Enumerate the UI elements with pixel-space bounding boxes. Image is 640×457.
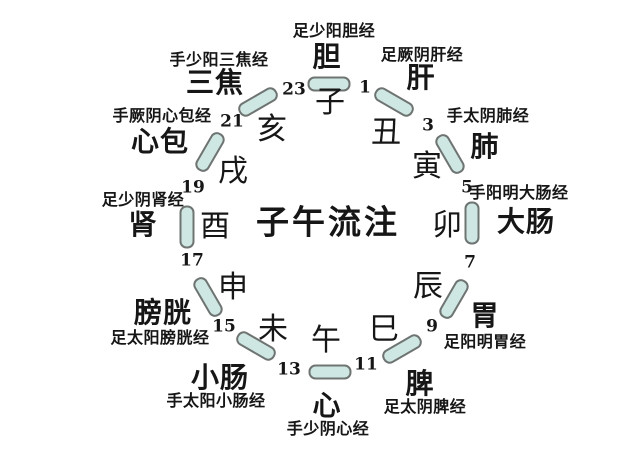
organ-label: 胃 <box>470 299 500 332</box>
hour-label: 15 <box>212 316 236 337</box>
branch-label: 酉 <box>200 209 230 244</box>
hour-label: 3 <box>422 115 434 136</box>
hour-label: 5 <box>461 177 473 198</box>
branch-label: 戌 <box>218 154 248 189</box>
meridian-label: 手太阳小肠经 <box>166 391 266 410</box>
meridian-label: 手厥阴心包经 <box>112 106 212 125</box>
meridian-label: 手太阴肺经 <box>446 106 530 125</box>
clock-tick <box>179 205 195 249</box>
branch-label: 申 <box>218 270 248 305</box>
meridian-label: 手少阴心经 <box>286 419 370 438</box>
branch-label: 辰 <box>413 269 443 304</box>
branch-label: 卯 <box>432 208 462 243</box>
branch-label: 亥 <box>257 112 287 147</box>
hour-label: 1 <box>359 77 371 98</box>
organ-label: 心 <box>312 389 342 422</box>
meridian-label: 足阳明胃经 <box>443 332 527 351</box>
organ-label: 肝 <box>406 61 436 94</box>
hour-label: 7 <box>464 252 476 273</box>
meridian-label: 足太阴脾经 <box>383 397 467 416</box>
diagram-title: 子午流注 <box>256 202 400 242</box>
organ-label: 小肠 <box>190 361 250 394</box>
branch-label: 寅 <box>412 149 442 184</box>
clock-tick <box>308 364 352 380</box>
meridian-label: 足厥阴肝经 <box>380 45 464 64</box>
meridian-label: 足少阳胆经 <box>292 21 376 40</box>
hour-label: 19 <box>181 177 205 198</box>
branch-label: 午 <box>311 323 341 358</box>
clock-tick <box>307 76 351 92</box>
hour-label: 9 <box>426 316 438 337</box>
organ-label: 肾 <box>128 208 158 241</box>
organ-label: 胆 <box>312 40 342 73</box>
organ-label: 三焦 <box>185 66 245 99</box>
clock-tick <box>464 201 480 245</box>
hour-label: 23 <box>282 79 306 100</box>
meridian-label: 足少阴肾经 <box>101 190 185 209</box>
hour-label: 11 <box>354 354 378 375</box>
hour-label: 13 <box>277 359 301 380</box>
branch-label: 未 <box>258 312 288 347</box>
organ-label: 心包 <box>130 125 190 158</box>
organ-label: 脾 <box>405 367 435 400</box>
organ-label: 大肠 <box>496 205 556 238</box>
meridian-label: 手少阳三焦经 <box>169 50 269 69</box>
branch-label: 子 <box>315 85 345 120</box>
organ-label: 肺 <box>470 130 500 163</box>
branch-label: 丑 <box>371 115 401 150</box>
organ-label: 膀胱 <box>133 296 193 329</box>
meridian-label: 手阳明大肠经 <box>469 183 569 202</box>
hour-label: 21 <box>220 111 244 132</box>
meridian-label: 足太阳膀胱经 <box>110 328 210 347</box>
branch-label: 巳 <box>369 312 399 347</box>
hour-label: 17 <box>180 250 204 271</box>
